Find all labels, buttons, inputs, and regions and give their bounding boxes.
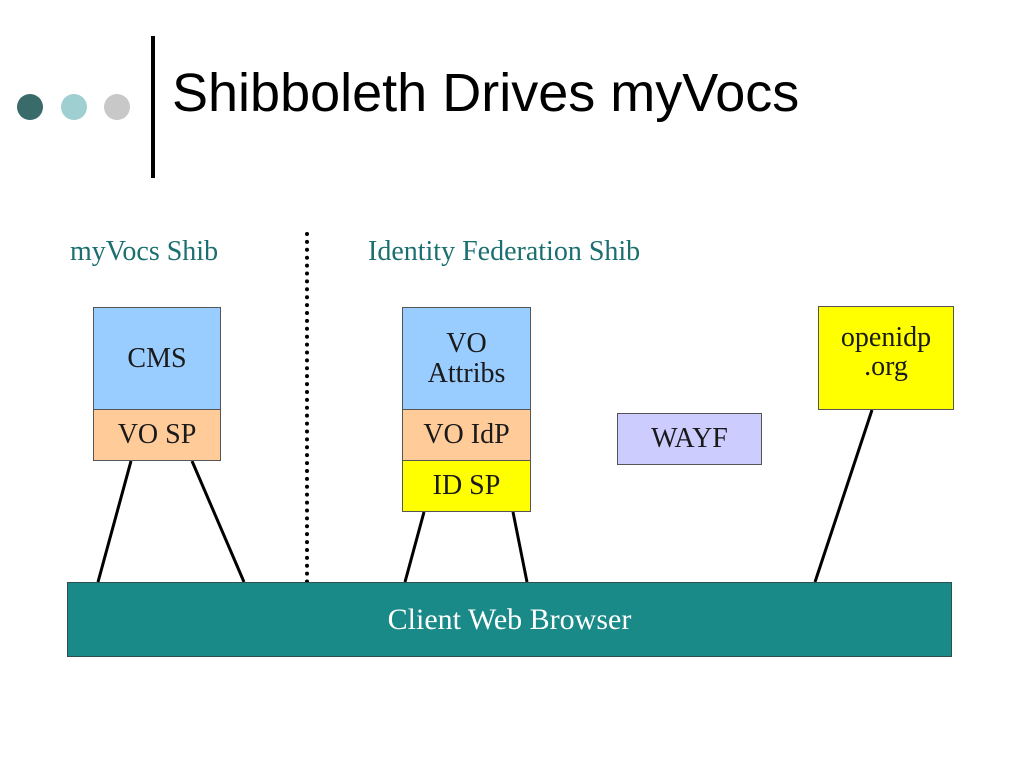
bullet-dot-gray xyxy=(104,94,130,120)
title-divider-bar xyxy=(151,36,155,178)
connector-openidp xyxy=(813,409,874,583)
slide-title: Shibboleth Drives myVocs xyxy=(172,63,800,123)
connector-id-sp-right xyxy=(511,511,529,583)
node-id-sp: ID SP xyxy=(402,460,531,512)
connector-id-sp-left xyxy=(403,511,426,583)
section-label-identity-federation-shib: Identity Federation Shib xyxy=(368,236,641,267)
section-divider xyxy=(305,232,309,584)
connector-vo-sp-left xyxy=(96,460,133,583)
connector-vo-sp-right xyxy=(190,460,246,583)
section-label-myvocs-shib: myVocs Shib xyxy=(70,236,219,267)
bullet-dot-light xyxy=(61,94,87,120)
node-cms: CMS xyxy=(93,307,221,410)
node-vo-sp: VO SP xyxy=(93,409,221,461)
bullet-dot-dark xyxy=(17,94,43,120)
node-vo-attribs-line-1: VO xyxy=(446,328,487,360)
node-client-web-browser: Client Web Browser xyxy=(67,582,952,657)
node-openidp-org: openidp .org xyxy=(818,306,954,410)
node-wayf: WAYF xyxy=(617,413,762,465)
node-openidp-line-2: .org xyxy=(864,351,908,383)
node-vo-idp: VO IdP xyxy=(402,409,531,461)
node-vo-attribs-line-2: Attribs xyxy=(427,357,506,389)
node-vo-attribs: VO Attribs xyxy=(402,307,531,410)
node-openidp-line-1: openidp xyxy=(840,322,932,353)
